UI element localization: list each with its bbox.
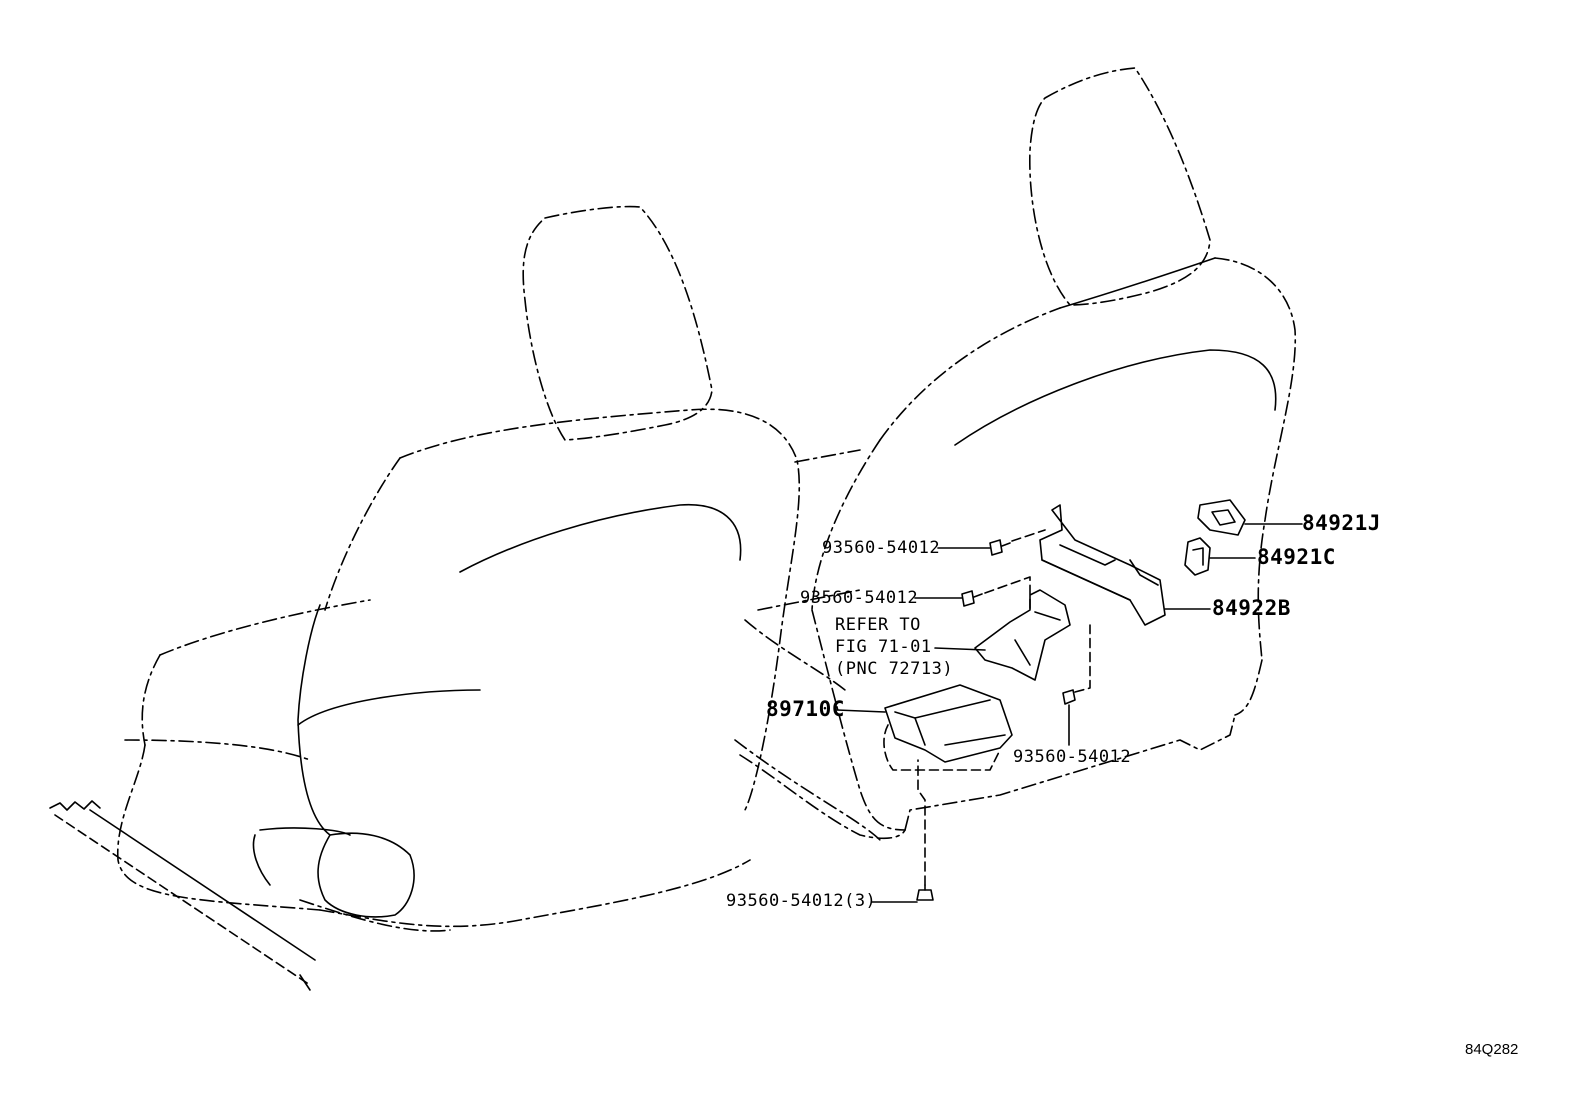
label-bolt-lower: 93560-54012 (1013, 747, 1132, 767)
bolt-middle (914, 576, 1031, 611)
label-bolt-bottom: 93560-54012(3) (726, 891, 877, 911)
label-84921c: 84921C (1257, 545, 1336, 569)
ecu-89710c (836, 684, 1013, 771)
label-refer-fig: FIG 71-01 (835, 637, 932, 657)
sensor-84921c (1184, 537, 1256, 576)
bolt-lower (1062, 624, 1091, 746)
label-refer-to: REFER TO (835, 615, 921, 635)
bracket-84922b (1039, 504, 1211, 626)
diagram-id: 84Q282 (1465, 1041, 1519, 1058)
left-seat-outline (117, 205, 801, 932)
label-89710c: 89710C (766, 697, 845, 721)
mid-bracket (934, 589, 1071, 681)
bolt-upper (937, 529, 1046, 556)
label-84922b: 84922B (1212, 596, 1291, 620)
floor-outline (49, 800, 316, 991)
left-seat-detail (252, 503, 742, 918)
right-seat-detail (954, 257, 1277, 446)
label-refer-pnc: (PNC 72713) (835, 659, 954, 679)
label-84921j: 84921J (1302, 511, 1381, 535)
label-bolt-upper: 93560-54012 (822, 538, 941, 558)
bolt-bottom (871, 759, 934, 903)
right-seat-outline (739, 67, 1297, 840)
label-bolt-middle: 93560-54012 (800, 588, 919, 608)
sensor-84921j (1197, 499, 1303, 536)
floor-link-lines (734, 449, 881, 841)
